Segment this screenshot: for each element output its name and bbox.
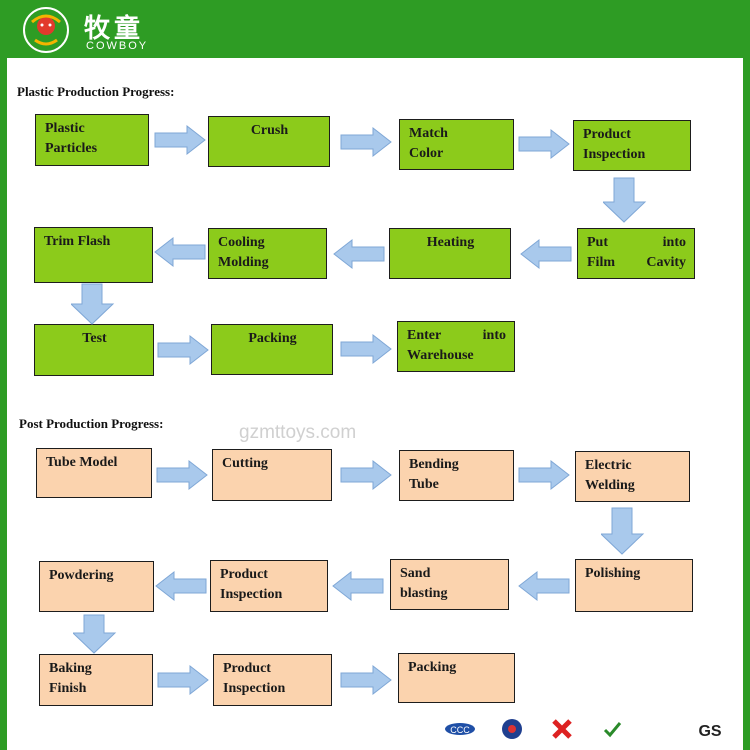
post-step-2: Cutting [212,449,332,501]
down-arrow-icon [603,177,647,223]
left-arrow-icon [154,236,206,268]
gs-icon: GS [695,714,725,744]
plastic-step-10: Packing [211,324,333,375]
plastic-step-5: Put into Film Cavity [577,228,695,279]
right-arrow-icon [340,664,392,696]
flowchart-canvas: Plastic Production Progress: Plastic Par… [7,58,743,750]
post-step-1: Tube Model [36,448,152,498]
certification-strip: CE CCC BUREAU VERITAS GS [395,706,750,750]
post-section-title: Post Production Progress: [19,416,164,431]
right-arrow-icon [157,664,209,696]
post-step-8: Powdering [39,561,154,612]
post-step-4: Electric Welding [575,451,690,502]
plastic-step-1: Plastic Particles [35,114,149,166]
bureau-veritas-icon: BUREAU VERITAS [643,714,677,746]
plastic-step-6: Heating [389,228,511,279]
post-step-6: Sand blasting [390,559,509,610]
svg-text:BUREAU VERITAS: BUREAU VERITAS [643,740,677,746]
cowboy-logo-icon [23,7,69,53]
plastic-section-title: Plastic Production Progress: [17,84,175,99]
svg-text:CCC: CCC [450,725,470,735]
svg-text:GS: GS [698,723,721,740]
right-arrow-icon [156,459,208,491]
left-arrow-icon [518,570,570,602]
post-step-9: Baking Finish [39,654,153,706]
post-step-5: Polishing [575,559,693,612]
right-arrow-icon [157,334,209,366]
plastic-step-3: Match Color [399,119,514,170]
down-arrow-icon [71,283,115,325]
ccc-icon: CCC [445,714,475,744]
left-arrow-icon [332,570,384,602]
plastic-step-7: Cooling Molding [208,228,327,279]
right-arrow-icon [518,128,570,160]
left-arrow-icon [155,570,207,602]
down-arrow-icon [601,507,645,555]
cert-seal-icon [597,714,627,744]
plastic-step-9: Test [34,324,154,376]
right-arrow-icon [340,459,392,491]
plastic-step-11: Enter into Warehouse [397,321,515,372]
post-step-3: Bending Tube [399,450,514,501]
ul-icon [497,714,527,744]
right-arrow-icon [518,459,570,491]
plastic-step-8: Trim Flash [34,227,153,283]
watermark: gzmttoys.com [239,422,357,443]
ce-mark: CE [399,716,430,741]
brand-name-en: COWBOY [86,40,149,52]
plastic-step-4: Product Inspection [573,120,691,171]
post-step-7: Product Inspection [210,560,328,612]
post-step-10: Product Inspection [213,654,332,706]
brand-header: 牧童 COWBOY [0,0,750,58]
left-arrow-icon [520,238,572,270]
brand-name-cn: 牧童 [84,14,145,44]
right-arrow-icon [340,333,392,365]
right-arrow-icon [154,124,206,156]
post-step-11: Packing [398,653,515,703]
left-arrow-icon [333,238,385,270]
csa-icon [547,714,577,744]
down-arrow-icon [73,614,117,654]
right-arrow-icon [340,126,392,158]
plastic-step-2: Crush [208,116,330,167]
